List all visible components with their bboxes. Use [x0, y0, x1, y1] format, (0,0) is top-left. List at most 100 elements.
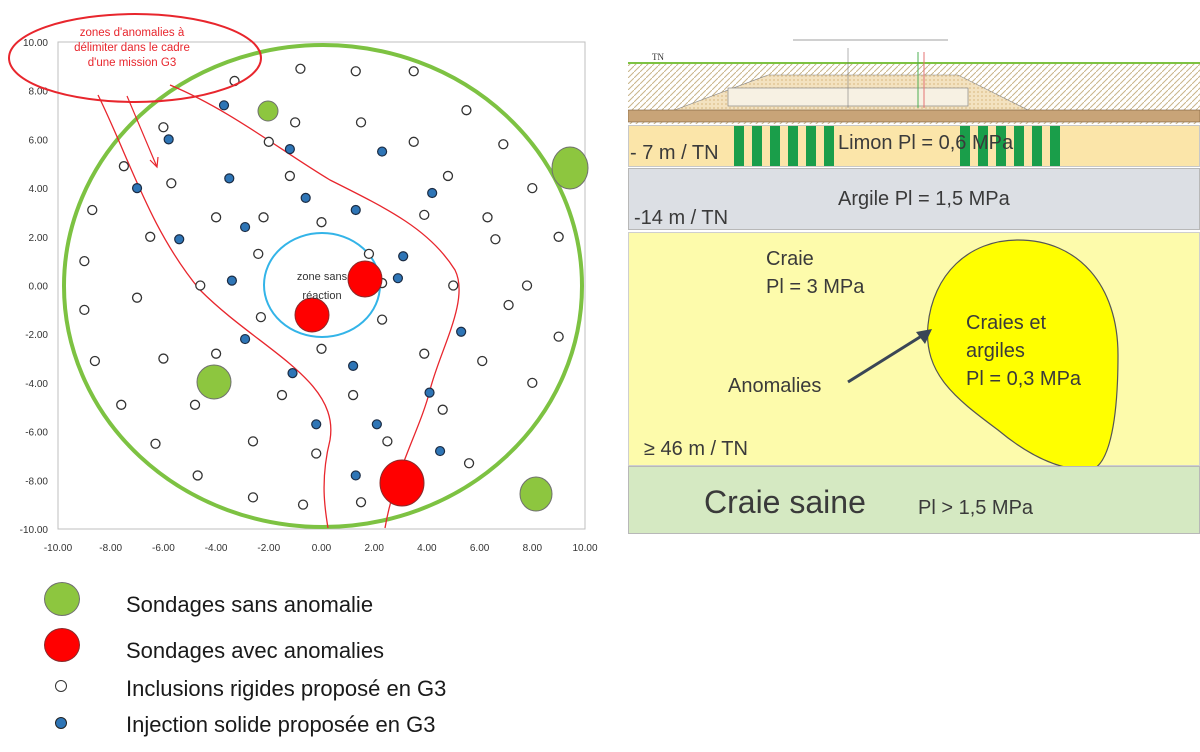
- x-tick-label: 10.00: [572, 543, 597, 554]
- inclusion-rigide-point: [311, 448, 322, 459]
- inclusion-rigide-point: [376, 314, 388, 325]
- x-tick-label: 8.00: [523, 543, 543, 554]
- tn-line: [628, 62, 1200, 64]
- inclusion-rigide-point: [408, 66, 419, 77]
- inclusion-rigide-point: [189, 399, 201, 410]
- injection-solide-point: [131, 183, 143, 194]
- inclusion-rigide-point: [150, 438, 161, 449]
- anomaly-blob: [926, 239, 1119, 470]
- inclusion-rigide-point: [289, 117, 301, 128]
- injection-solide-point: [456, 326, 467, 337]
- x-tick-label: -6.00: [152, 543, 175, 554]
- inclusion-rigide-point: [498, 139, 509, 150]
- craie-saine-pl-label: Pl > 1,5 MPa: [918, 497, 1034, 519]
- inclusion-rigide-point: [79, 304, 90, 316]
- inclusion-rigide-point: [350, 66, 361, 77]
- inclusion-rigide-point: [463, 458, 475, 469]
- inclusion-rigide-point: [87, 204, 98, 216]
- y-tick-label: -10.00: [20, 525, 49, 536]
- inclusion-rigide-point: [419, 209, 430, 221]
- craie-depth: ≥ 46 m / TN: [644, 438, 748, 460]
- inclusion-rigide-point: [490, 234, 501, 245]
- x-tick-label: -10.00: [44, 543, 73, 554]
- inclusion-rigide-point: [553, 231, 564, 242]
- green-circle-icon: [44, 582, 80, 616]
- x-tick-label: -2.00: [257, 543, 280, 554]
- inclusion-rigide-point: [448, 280, 459, 291]
- injection-solide-point: [371, 419, 382, 430]
- legend-label: Sondages sans anomalie: [126, 592, 374, 617]
- y-tick-label: -4.00: [25, 379, 48, 390]
- injection-solide-point: [350, 204, 361, 216]
- injection-solide-point: [174, 234, 185, 245]
- y-tick-label: 10.00: [23, 38, 48, 49]
- inclusion-rigide-point: [284, 170, 296, 182]
- inclusion-rigide-point: [408, 136, 419, 147]
- rigid-inclusion-piles-right: [960, 126, 1060, 166]
- inclusion-rigide-point: [347, 389, 359, 401]
- sondage-sans-anomalie: [519, 476, 553, 512]
- inclusion-rigide-point: [503, 299, 514, 311]
- injection-solide-point: [239, 221, 251, 233]
- white-dot-icon: [55, 680, 67, 692]
- legend-item-sans-anomalie: Sondages sans anomalie: [0, 582, 620, 622]
- injection-solide-point: [398, 251, 409, 262]
- inclusion-rigide-point: [363, 248, 375, 259]
- inclusion-rigide-point: [258, 212, 269, 223]
- injection-solide-point: [224, 173, 235, 184]
- inclusion-rigide-point: [253, 248, 264, 259]
- inclusion-rigide-point: [477, 355, 488, 367]
- sondage-avec-anomalie: [294, 297, 330, 333]
- injection-solide-point: [300, 192, 311, 203]
- injection-solide-point: [239, 333, 251, 345]
- injection-solide-point: [163, 134, 174, 145]
- x-tick-label: -4.00: [205, 543, 228, 554]
- limon-depth: - 7 m / TN: [630, 142, 719, 164]
- x-tick-label: 2.00: [364, 543, 384, 554]
- sondage-avec-anomalie: [347, 260, 383, 298]
- injection-solide-point: [287, 368, 298, 379]
- inclusion-rigide-point: [437, 404, 448, 415]
- anomaly-label-1: Craies et: [966, 312, 1047, 334]
- sondage-sans-anomalie: [257, 100, 279, 122]
- layer-argile: [628, 168, 1200, 230]
- anomaly-label-3: Pl = 0,3 MPa: [966, 368, 1082, 390]
- y-tick-label: -6.00: [25, 428, 48, 439]
- inclusion-rigide-point: [527, 182, 538, 194]
- y-tick-label: 6.00: [29, 135, 49, 146]
- inclusion-rigide-point: [210, 348, 222, 359]
- injection-solide-point: [377, 146, 388, 157]
- inclusion-rigide-point: [316, 343, 327, 354]
- tn-label: TN: [652, 52, 664, 62]
- red-circle-icon: [44, 628, 80, 662]
- inclusion-rigide-point: [166, 178, 177, 189]
- anomalies-arrow: [847, 329, 932, 384]
- anomaly-callout-arrowhead: [149, 156, 159, 169]
- anomaly-zone-callout: [8, 13, 262, 103]
- inclusion-rigide-point: [553, 331, 564, 342]
- craie-pl-label: Pl = 3 MPa: [766, 276, 865, 298]
- y-tick-label: -2.00: [25, 330, 48, 341]
- legend-item-injection: Injection solide proposée en G3: [0, 712, 620, 752]
- inclusion-rigide-point: [355, 117, 367, 128]
- inclusion-rigide-point: [297, 499, 309, 510]
- inclusion-rigide-point: [247, 436, 259, 447]
- inclusion-rigide-point: [276, 389, 288, 401]
- sondage-sans-anomalie: [196, 364, 232, 400]
- transfer-mat: [628, 109, 1200, 123]
- inclusion-rigide-point: [382, 436, 393, 447]
- injection-solide-point: [434, 445, 446, 457]
- inclusion-rigide-point: [482, 212, 493, 223]
- x-tick-label: -8.00: [99, 543, 122, 554]
- inclusion-rigide-point: [255, 312, 267, 323]
- y-tick-label: 4.00: [29, 184, 49, 195]
- inclusion-rigide-point: [355, 497, 367, 508]
- layer-craie-saine: [628, 466, 1200, 534]
- injection-solide-point: [284, 144, 295, 155]
- legend-label: Injection solide proposée en G3: [126, 712, 436, 737]
- anomalies-label: Anomalies: [728, 375, 822, 397]
